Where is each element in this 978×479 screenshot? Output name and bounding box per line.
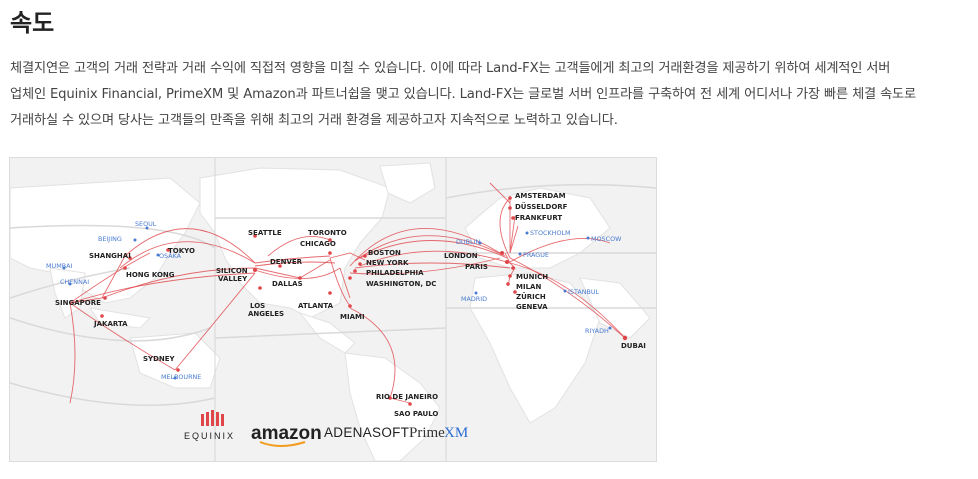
label-melbourne: MELBOURNE: [161, 373, 201, 381]
paragraph-line-2: 업체인 Equinix Financial, PrimeXM 및 Amazon과…: [10, 87, 917, 102]
label-angeles: ANGELES: [248, 310, 284, 318]
equinix-text: EQUINIX: [184, 431, 235, 441]
label-dubai: DUBAI: [621, 342, 646, 350]
label-shanghai: SHANGHAI: [89, 252, 131, 260]
city-nodes: [100, 196, 628, 406]
network-routes: [69, 182, 626, 404]
intro-paragraph: 체결지연은 고객의 거래 전략과 거래 수익에 직접적 영향을 미칠 수 있습니…: [10, 56, 972, 134]
label-chennai: CHENNAI: [60, 278, 89, 286]
label-london: LONDON: [444, 252, 478, 260]
label-chicago: CHICAGO: [300, 240, 336, 248]
label-frankfurt: FRANKFURT: [515, 214, 562, 222]
label-boston: BOSTON: [368, 249, 401, 257]
label-atlanta: ATLANTA: [298, 302, 334, 310]
equinix-logo: EQUINIX: [184, 410, 235, 441]
label-geneva: GENEVA: [516, 303, 548, 311]
label-paris: PARIS: [465, 263, 488, 271]
city-labels: AMSTERDAM DÜSSELDORF FRANKFURT LONDON PA…: [55, 192, 646, 418]
label-los: LOS: [250, 302, 265, 310]
amazon-logo: amazon: [251, 423, 322, 447]
label-hongkong: HONG KONG: [126, 271, 175, 279]
label-milan: MILAN: [516, 283, 541, 291]
label-osaka: OSAKA: [159, 252, 182, 260]
paragraph-line-3: 거래하실 수 있으며 당사는 고객들의 만족을 위해 최고의 거래 환경을 제공…: [10, 113, 618, 128]
label-beijing: BEIJING: [98, 235, 122, 243]
label-zurich: ZÜRICH: [516, 292, 546, 301]
label-newyork: NEW YORK: [366, 259, 409, 267]
primexm-text-b: XM: [444, 425, 468, 441]
label-washington: WASHINGTON, DC: [366, 280, 436, 288]
label-saopaulo: SAO PAULO: [394, 410, 438, 418]
label-miami: MIAMI: [340, 313, 365, 321]
label-amsterdam: AMSTERDAM: [515, 192, 566, 200]
section-title: 속도: [10, 9, 55, 37]
label-mumbai: MUMBAI: [46, 262, 72, 270]
paragraph-line-1: 체결지연은 고객의 거래 전략과 거래 수익에 직접적 영향을 미칠 수 있습니…: [10, 61, 891, 76]
label-seattle: SEATTLE: [248, 229, 282, 237]
world-map-svg: AMSTERDAM DÜSSELDORF FRANKFURT LONDON PA…: [10, 158, 656, 461]
label-dallas: DALLAS: [272, 280, 303, 288]
label-silicon: SILICON: [216, 267, 248, 275]
label-istanbul: ISTANBUL: [568, 288, 600, 296]
label-moscow: MOSCOW: [591, 235, 622, 243]
primexm-text-a: Prime: [409, 425, 445, 441]
continents: [10, 162, 651, 461]
primexm-logo: Prime XM: [409, 425, 468, 441]
label-stockholm: STOCKHOLM: [530, 229, 571, 237]
network-map: AMSTERDAM DÜSSELDORF FRANKFURT LONDON PA…: [9, 157, 657, 462]
adenasoft-logo: ADENASOFT: [324, 425, 409, 440]
partner-logos: EQUINIX amazon ADENASOFT Prime XM: [184, 410, 468, 447]
label-riyadh: RIYADH: [585, 327, 609, 335]
label-dublin: DUBLIN: [456, 238, 480, 246]
label-prague: PRAGUE: [523, 251, 549, 259]
label-jakarta: JAKARTA: [93, 320, 128, 328]
label-singapore: SINGAPORE: [55, 299, 101, 307]
label-denver: DENVER: [270, 258, 303, 266]
label-philadelphia: PHILADELPHIA: [366, 269, 424, 277]
label-toronto: TORONTO: [308, 229, 347, 237]
label-rio: RIO DE JANEIRO: [376, 393, 438, 401]
secondary-city-labels: STOCKHOLM MOSCOW DUBLIN PRAGUE ISTANBUL …: [46, 220, 622, 381]
label-valley: VALLEY: [218, 275, 248, 283]
label-munich: MUNICH: [516, 273, 548, 281]
label-madrid: MADRID: [461, 295, 487, 303]
label-sydney: SYDNEY: [143, 355, 176, 363]
secondary-nodes: [62, 226, 612, 380]
label-tokyo: TOKYO: [168, 247, 195, 255]
label-dusseldorf: DÜSSELDORF: [515, 202, 568, 211]
amazon-text: amazon: [251, 423, 322, 444]
label-seoul: SEOUL: [135, 220, 157, 228]
